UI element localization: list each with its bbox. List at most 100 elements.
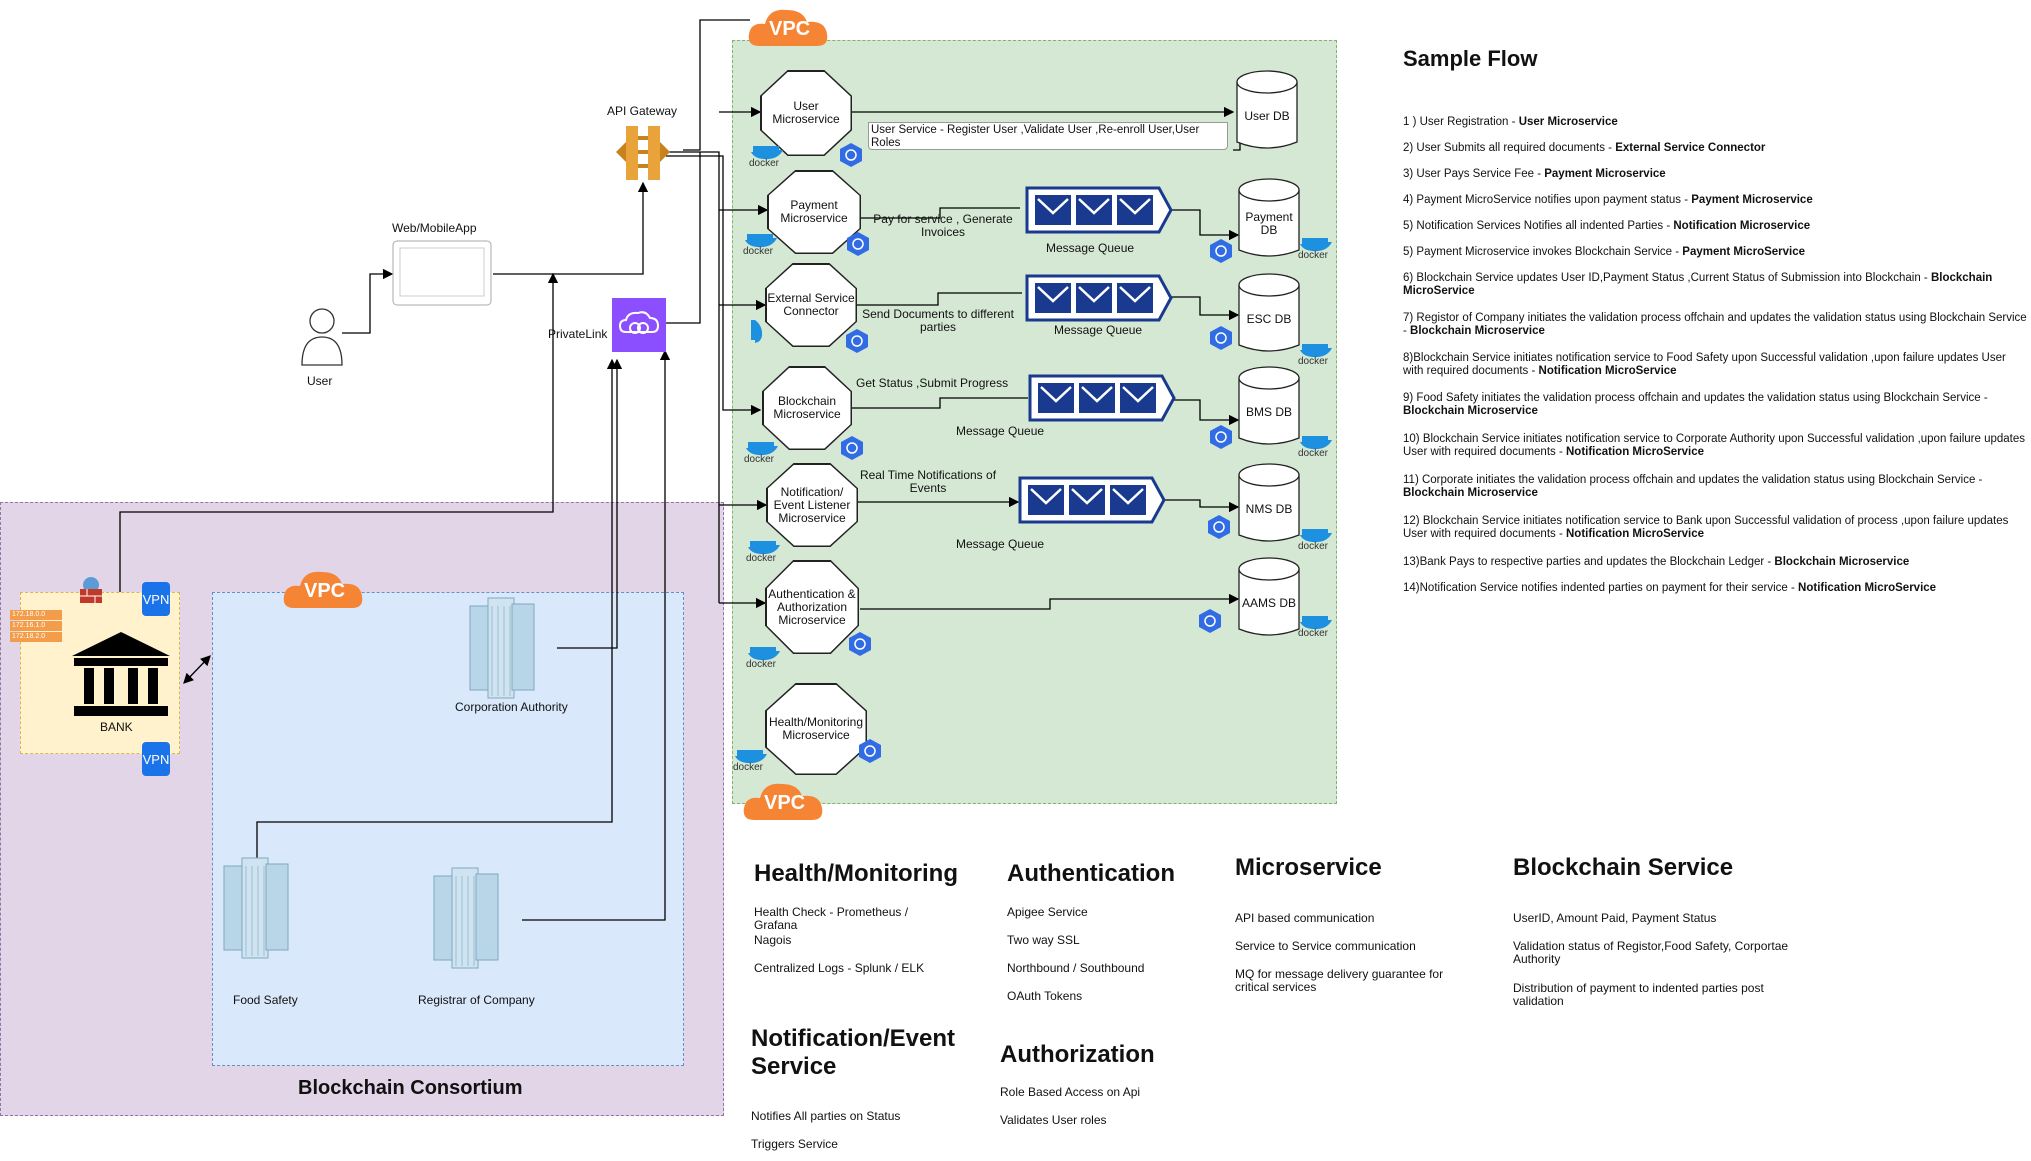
user-label: User — [307, 374, 333, 388]
payment-edge-label: Pay for service , Generate Invoices — [873, 212, 1013, 239]
kubernetes-icon — [1206, 514, 1232, 540]
consortium-title: Blockchain Consortium — [298, 1077, 523, 1099]
kubernetes-icon — [847, 631, 873, 657]
docker-icon: docker — [744, 438, 780, 468]
vpc-cloud-icon: VPC — [282, 566, 364, 612]
flow-step: 13)Bank Pays to respective parties and u… — [1403, 556, 1910, 568]
kubernetes-icon — [844, 328, 870, 354]
database-label: BMS DB — [1245, 404, 1292, 419]
database-cylinder: ESC DB — [1238, 273, 1300, 357]
ip-tag: 172.16.1.0 — [10, 621, 62, 631]
user-icon — [300, 305, 344, 367]
microservice-label: User Microservice — [761, 71, 851, 155]
database-cylinder: BMS DB — [1238, 366, 1300, 450]
flow-step: 4) Payment MicroService notifies upon pa… — [1403, 194, 1813, 206]
database-cylinder: AAMS DB — [1238, 557, 1300, 641]
consortium-vpc-region — [212, 592, 684, 1066]
database-cylinder: Payment DB — [1238, 178, 1300, 262]
authentication-item: Northbound / Southbound — [1007, 961, 1145, 975]
microservice-node: Blockchain Microservice — [762, 366, 852, 450]
message-queue-icon — [1025, 274, 1173, 322]
microservice-node: Authentication & Authorization Microserv… — [765, 560, 859, 654]
kubernetes-icon — [1197, 608, 1223, 634]
message-queue-icon — [1018, 476, 1166, 524]
microservice-item: Service to Service communication — [1235, 939, 1416, 953]
authorization-title: Authorization — [1000, 1041, 1155, 1068]
bank-label: BANK — [100, 720, 133, 734]
queue-label: Message Queue — [956, 424, 1045, 438]
flow-step: 5) Notification Services Notifies all in… — [1403, 220, 1811, 232]
database-label: NMS DB — [1245, 501, 1293, 516]
registrar-label: Registrar of Company — [418, 993, 535, 1007]
vpn-badge: VPN — [142, 742, 170, 776]
flow-step: 12) Blockchain Service initiates notific… — [1403, 515, 2009, 540]
microservice-label: Blockchain Microservice — [763, 367, 851, 449]
docker-label: docker — [749, 158, 780, 169]
flow-step: 11) Corporate initiates the validation p… — [1403, 474, 1983, 499]
flow-step: 3) User Pays Service Fee - Payment Micro… — [1403, 168, 1666, 180]
blockchain-item: Validation status of Registor,Food Safet… — [1513, 939, 1789, 966]
microservice-node: User Microservice — [760, 70, 852, 156]
authentication-title: Authentication — [1007, 860, 1175, 887]
flow-step: 2) User Submits all required documents -… — [1403, 142, 1766, 154]
database-label: ESC DB — [1246, 311, 1292, 326]
user-service-label: User Service - Register User ,Validate U… — [868, 122, 1228, 150]
docker-label: docker — [1298, 448, 1329, 459]
authentication-item: OAuth Tokens — [1007, 989, 1083, 1003]
docker-label: docker — [1298, 628, 1329, 639]
queue-label: Message Queue — [1046, 241, 1135, 255]
vpc-cloud-icon: VPC — [742, 778, 824, 824]
microservice-label: Payment Microservice — [768, 171, 860, 253]
message-queue-icon — [1025, 186, 1173, 234]
docker-icon: docker — [1298, 234, 1334, 264]
docker-label: docker — [746, 659, 777, 670]
privatelink-label: PrivateLink — [548, 327, 608, 341]
flow-step: 6) Blockchain Service updates User ID,Pa… — [1403, 272, 1993, 297]
microservice-item: API based communication — [1235, 911, 1375, 925]
blockchain-title: Blockchain Service — [1513, 854, 1734, 881]
flow-step: 9) Food Safety initiates the validation … — [1403, 392, 1988, 417]
ip-tag: 172.18.0.0 — [10, 610, 62, 620]
vpn-badge: VPN — [142, 582, 170, 616]
building-icon — [432, 866, 502, 970]
microservice-title: Microservice — [1235, 854, 1382, 881]
flow-step: 14)Notification Service notifies indente… — [1403, 582, 1937, 594]
docker-label: docker — [733, 762, 764, 773]
authentication-item: Two way SSL — [1007, 933, 1080, 947]
bank-icon — [70, 630, 172, 718]
docker-label: docker — [1298, 356, 1329, 367]
flow-step: 1 ) User Registration - User Microservic… — [1403, 116, 1618, 128]
kubernetes-icon — [1208, 325, 1234, 351]
database-cylinder: User DB — [1236, 70, 1298, 154]
vpc-badge-label: VPC — [764, 792, 806, 814]
kubernetes-icon — [1208, 424, 1234, 450]
blockchain-item: UserID, Amount Paid, Payment Status — [1513, 911, 1717, 925]
docker-icon — [747, 318, 763, 358]
docker-icon: docker — [1298, 525, 1334, 555]
health-item: Health Check - Prometheus / Grafana — [754, 905, 909, 932]
message-queue-icon — [1028, 374, 1176, 422]
docker-label: docker — [1298, 541, 1329, 552]
docker-icon: docker — [746, 643, 782, 673]
database-cylinder: NMS DB — [1238, 463, 1300, 547]
flow-step: 10) Blockchain Service initiates notific… — [1403, 433, 2025, 458]
microservice-node: Notification/ Event Listener Microservic… — [766, 463, 858, 547]
microservice-node: Health/Monitoring Microservice — [765, 683, 867, 775]
external-edge-label: Send Documents to different parties — [862, 307, 1014, 334]
vpc-badge-label: VPC — [304, 580, 346, 602]
docker-label: docker — [743, 246, 774, 257]
privatelink-icon — [612, 298, 666, 352]
health-title: Health/Monitoring — [754, 860, 958, 887]
microservice-label: Authentication & Authorization Microserv… — [766, 561, 858, 653]
queue-label: Message Queue — [1054, 323, 1143, 337]
authorization-item: Validates User roles — [1000, 1113, 1107, 1127]
notification-title: Notification/Event Service — [751, 1025, 956, 1080]
docker-label: docker — [744, 454, 775, 465]
health-item: Centralized Logs - Splunk / ELK — [754, 961, 925, 975]
docker-icon: docker — [1298, 432, 1334, 462]
vpc-cloud-icon: VPC — [747, 4, 829, 50]
tablet-icon — [392, 240, 492, 306]
docker-label: docker — [1298, 250, 1329, 261]
sample-flow-title: Sample Flow — [1403, 46, 1538, 71]
